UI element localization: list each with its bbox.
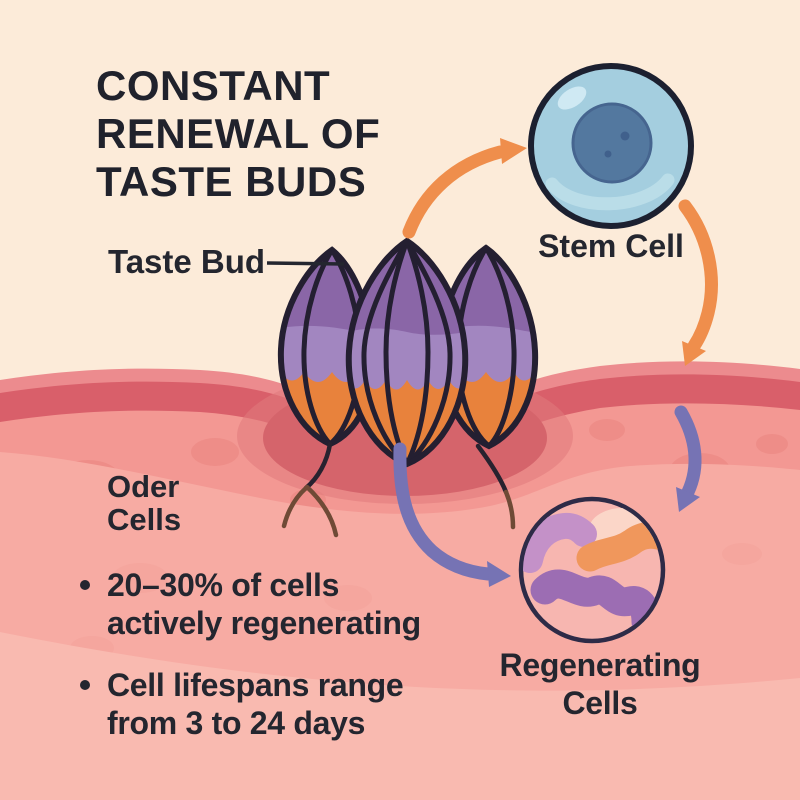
stem-cell-icon [528, 63, 694, 229]
fact-line: from 3 to 24 days [107, 705, 366, 741]
regenerating-cell-contents [523, 508, 661, 637]
tissue-bottom-layer [0, 632, 800, 800]
fact-line: Cell lifespans range [107, 667, 404, 703]
fact-item-lifespan: Cell lifespans range from 3 to 24 days [80, 666, 510, 742]
page-title: CONSTANT RENEWAL OF TASTE BUDS [96, 62, 380, 206]
stem-cell-label: Stem Cell [538, 228, 684, 264]
title-line: CONSTANT [96, 62, 331, 109]
regen-blob-light-purple [523, 512, 597, 573]
bullet-icon [80, 580, 90, 590]
arrow-stem-cell-to-tissue [678, 199, 718, 366]
fact-item-regeneration: 20–30% of cells actively regenerating [80, 566, 510, 642]
taste-bud-label: Taste Bud [108, 243, 266, 280]
regen-blob-orange [576, 521, 661, 572]
arrowhead [500, 138, 527, 164]
arrowhead [682, 341, 706, 366]
fact-text: 20–30% of cells actively regenerating [107, 566, 421, 642]
nucleus-dot [620, 131, 630, 141]
regenerating-cells-label: Regenerating Cells [450, 646, 750, 722]
older-cells-line: Oder [107, 469, 180, 504]
nucleus-dot [604, 150, 612, 158]
regenerating-cells-line: Cells [562, 685, 638, 721]
older-cells-label: Oder Cells [107, 470, 181, 536]
stem-cell-rim-light [545, 173, 675, 211]
stem-cell-highlight [557, 86, 587, 110]
fact-text: Cell lifespans range from 3 to 24 days [107, 666, 404, 742]
arrowhead [676, 487, 700, 512]
stem-cell-nucleus [571, 102, 653, 184]
taste-bud-pointer-line [266, 261, 345, 266]
arrowhead [487, 561, 511, 587]
title-line: RENEWAL OF [96, 110, 381, 157]
taste-bud-icon [237, 237, 573, 538]
title-line: TASTE BUDS [96, 158, 367, 205]
fact-line: actively regenerating [107, 605, 421, 641]
nerve-fibers [281, 441, 516, 538]
regen-blob-purple [530, 569, 661, 637]
arrow-into-tissue [674, 405, 702, 512]
older-cells-line: Cells [107, 502, 182, 537]
bullet-icon [80, 680, 90, 690]
fact-line: 20–30% of cells [107, 567, 340, 603]
fact-list: 20–30% of cells actively regenerating Ce… [80, 566, 510, 742]
regenerating-cells-line: Regenerating [499, 647, 701, 683]
arrow-taste-bud-to-regenerating-cells [393, 442, 511, 587]
regenerating-cells-icon [518, 496, 666, 644]
arrow-taste-bud-to-stem-cell [402, 138, 527, 239]
